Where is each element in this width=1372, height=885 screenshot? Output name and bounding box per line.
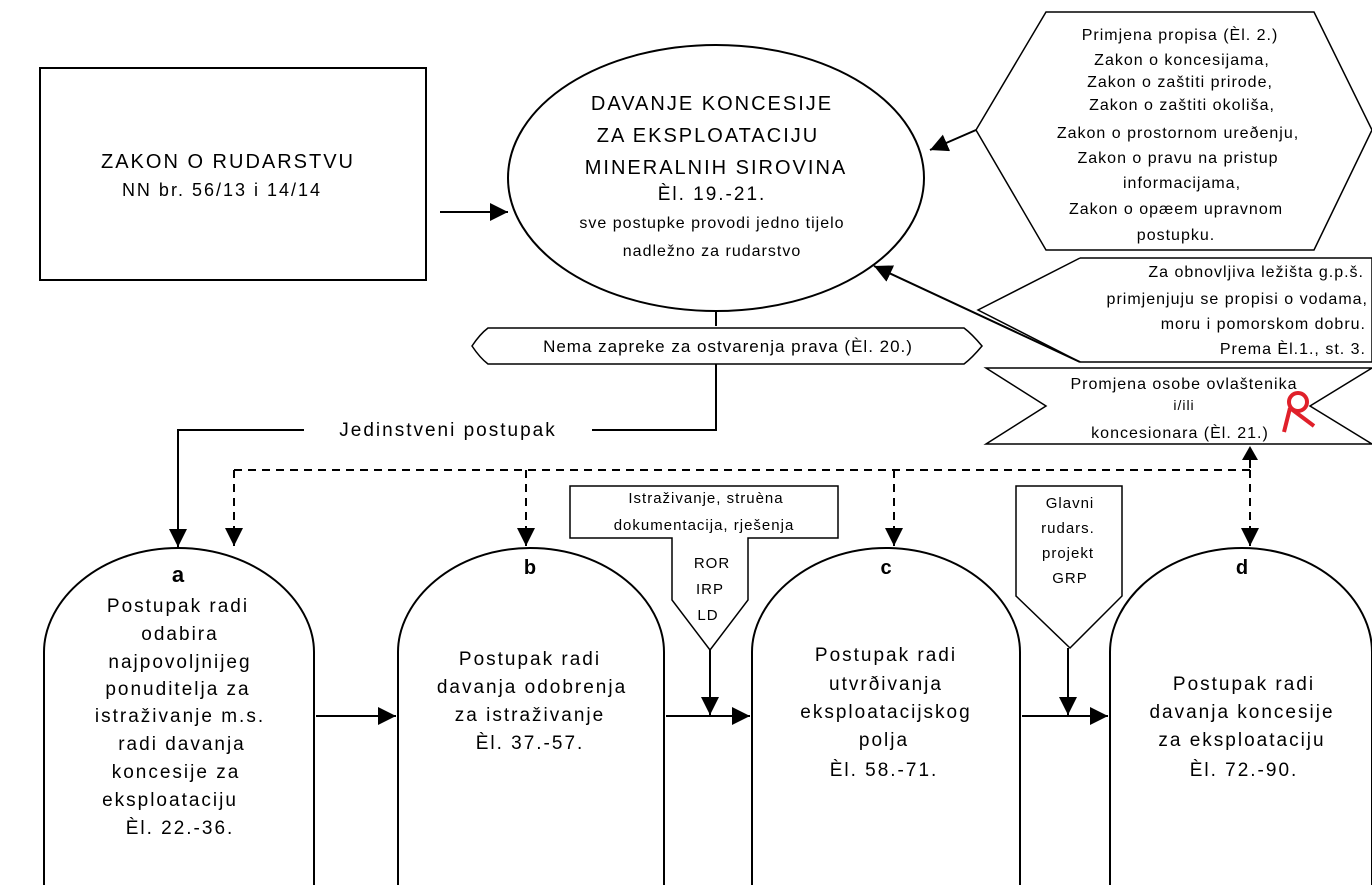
- procedure-b-letter: b: [524, 557, 536, 579]
- procedure-a-line-7: koncesije za: [112, 762, 241, 783]
- renewable-note-line-1: Za obnovljiva ležišta g.p.š.: [1148, 264, 1364, 281]
- regulations-hexagon: Primjena propisa (Èl. 2.) Zakon o konces…: [975, 11, 1372, 251]
- procedure-b: b Postupak radi davanja odobrenja za ist…: [397, 546, 665, 885]
- regulations-line-4: Zakon o zaštiti okoliša,: [1089, 97, 1275, 114]
- renewable-note-line-4: Prema Èl.1., st. 3.: [1220, 339, 1366, 358]
- mining-note-line-2: rudars.: [1041, 520, 1095, 537]
- regulations-line-5: Zakon o prostornom ureðenju,: [1057, 125, 1299, 142]
- procedure-d: d Postupak radi davanja koncesije za eks…: [1109, 546, 1372, 885]
- procedure-a-line-1: Postupak radi: [107, 596, 249, 617]
- procedure-a-line-2: odabira: [141, 624, 218, 645]
- research-doc-ld: LD: [697, 607, 718, 624]
- procedure-d-letter: d: [1236, 557, 1248, 579]
- research-note-line-1: Istraživanje, struèna: [628, 490, 783, 507]
- renewable-note-line-3: moru i pomorskom dobru.: [1161, 316, 1366, 333]
- regulations-line-7: informacijama,: [1123, 175, 1241, 192]
- procedure-a-line-3: najpovoljnijeg: [108, 652, 251, 673]
- research-doc-ror: ROR: [694, 555, 730, 572]
- procedure-a-line-4: ponuditelja za: [105, 679, 250, 700]
- procedure-c-line-4: polja: [859, 730, 909, 751]
- male-symbol-icon: [1282, 391, 1316, 433]
- law-box: ZAKON O RUDARSTVU NN br. 56/13 i 14/14: [39, 67, 427, 281]
- procedure-b-line-1: Postupak radi: [459, 649, 601, 670]
- obstacle-banner-label: Nema zapreke za ostvarenja prava (Èl. 20…: [543, 337, 913, 356]
- research-note: Istraživanje, struèna dokumentacija, rje…: [569, 485, 839, 652]
- unified-procedure-label: Jedinstveni postupak: [339, 420, 556, 441]
- procedure-d-line-4: Èl. 72.-90.: [1190, 760, 1299, 781]
- regulations-arrow: [929, 129, 977, 152]
- procedure-a-letter: a: [172, 562, 185, 587]
- procedure-b-line-2: davanja odobrenja: [437, 677, 627, 698]
- unified-connector-right: [592, 364, 717, 431]
- renewable-note: Za obnovljiva ležišta g.p.š. primjenjuju…: [976, 257, 1372, 363]
- research-doc-irp: IRP: [696, 581, 724, 598]
- concession-title-line-1: DAVANJE KONCESIJE: [591, 93, 833, 115]
- regulations-line-8: Zakon o opæem upravnom: [1069, 201, 1283, 218]
- procedure-c-line-5: Èl. 58.-71.: [830, 760, 939, 781]
- change-banner-line-3: koncesionara (Èl. 21.): [1091, 423, 1269, 442]
- procedure-d-line-2: davanja koncesije: [1149, 702, 1334, 723]
- regulations-line-3: Zakon o zaštiti prirode,: [1087, 74, 1273, 91]
- concession-title-line-3: MINERALNIH SIROVINA: [585, 157, 847, 179]
- regulations-line-1: Primjena propisa (Èl. 2.): [1082, 25, 1279, 44]
- mining-note-line-3: projekt: [1042, 545, 1094, 562]
- procedure-c-line-1: Postupak radi: [815, 645, 957, 666]
- procedure-b-line-4: Èl. 37.-57.: [476, 733, 585, 754]
- law-box-title: ZAKON O RUDARSTVU: [101, 151, 355, 173]
- concession-note-line-1: sve postupke provodi jedno tijelo: [579, 215, 844, 232]
- procedure-d-line-1: Postupak radi: [1173, 674, 1315, 695]
- law-box-reference: NN br. 56/13 i 14/14: [122, 180, 322, 200]
- procedure-a-line-6: radi davanja: [118, 734, 246, 755]
- change-banner: Promjena osobe ovlaštenika i/ili koncesi…: [983, 367, 1372, 445]
- research-note-line-2: dokumentacija, rješenja: [614, 517, 795, 534]
- procedure-c: c Postupak radi utvrðivanja eksploatacij…: [751, 546, 1021, 885]
- change-banner-line-1: Promjena osobe ovlaštenika: [1070, 376, 1297, 393]
- concession-title-line-2: ZA EKSPLOATACIJU: [597, 125, 819, 147]
- procedure-b-line-3: za istraživanje: [455, 705, 605, 726]
- procedure-c-line-3: eksploatacijskog: [800, 702, 971, 723]
- procedure-a-line-8: eksploataciju: [102, 790, 238, 811]
- regulations-line-6: Zakon o pravu na pristup: [1078, 150, 1279, 167]
- concession-article-ref: Èl. 19.-21.: [658, 184, 767, 205]
- unified-connector-left: [169, 429, 304, 547]
- concession-ellipse: DAVANJE KONCESIJE ZA EKSPLOATACIJU MINER…: [507, 44, 925, 312]
- dashed-up-arrowhead: [1242, 446, 1258, 460]
- procedure-a-line-5: istraživanje m.s.: [95, 706, 265, 727]
- change-banner-line-2: i/ili: [1173, 397, 1194, 413]
- obstacle-banner: Nema zapreke za ostvarenja prava (Èl. 20…: [471, 327, 983, 365]
- dashed-distribution: [225, 460, 1259, 546]
- regulations-line-9: postupku.: [1137, 227, 1215, 244]
- renewable-note-line-2: primjenjuju se propisi o vodama,: [1107, 291, 1368, 308]
- renewable-arrow: [873, 265, 1081, 363]
- procedure-c-letter: c: [880, 557, 891, 579]
- procedure-a-line-9: Èl. 22.-36.: [126, 818, 235, 839]
- procedure-c-line-2: utvrðivanja: [829, 674, 943, 695]
- mining-note-line-1: Glavni: [1046, 495, 1095, 512]
- mining-note-line-4: GRP: [1052, 570, 1088, 587]
- concession-note-line-2: nadležno za rudarstvo: [623, 243, 801, 260]
- mining-project-note: Glavni rudars. projekt GRP: [1015, 485, 1123, 650]
- regulations-line-2: Zakon o koncesijama,: [1094, 52, 1270, 69]
- procedure-d-line-3: za eksploataciju: [1158, 730, 1325, 751]
- procedure-a: a Postupak radi odabira najpovoljnijeg p…: [43, 546, 315, 885]
